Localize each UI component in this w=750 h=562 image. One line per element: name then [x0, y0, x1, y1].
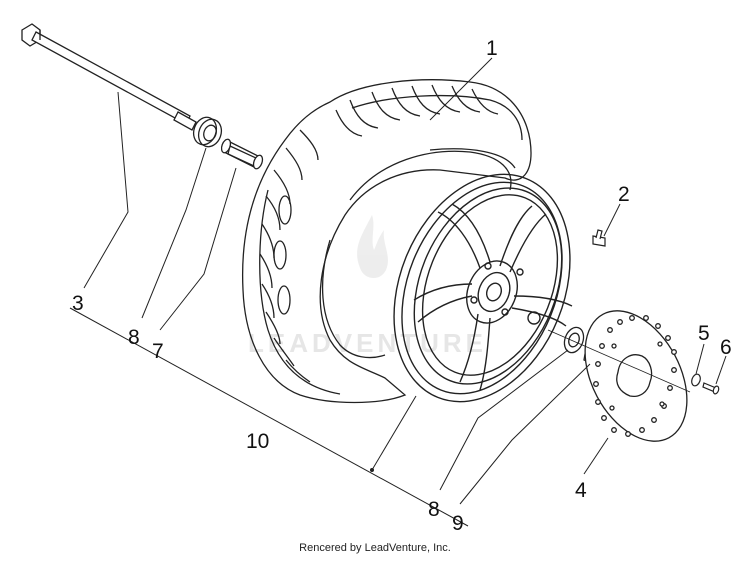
washer	[691, 373, 701, 387]
callout-10: 10	[246, 430, 269, 453]
callout-1: 1	[486, 37, 498, 60]
watermark-text: LEADVENTURE	[248, 328, 487, 358]
callout-6: 6	[720, 336, 732, 359]
watermark: LEADVENTURE	[248, 215, 487, 358]
spacer	[220, 138, 264, 170]
tire	[241, 79, 532, 404]
callout-4: 4	[575, 479, 587, 502]
axle	[21, 23, 197, 131]
credit-text: Rencered by LeadVenture, Inc.	[299, 542, 451, 554]
callout-2: 2	[618, 183, 630, 206]
callout-8-left: 8	[128, 326, 140, 349]
callout-labels: 1 2 3 4 5 6 7 8 8 9 10	[72, 37, 732, 535]
bearing-right	[563, 326, 585, 354]
rim	[393, 173, 573, 403]
valve-bolt	[592, 229, 606, 247]
callout-8-right: 8	[428, 498, 440, 521]
brake-disc	[584, 310, 688, 442]
bearing-left	[192, 116, 223, 148]
callout-5: 5	[698, 322, 710, 345]
screw	[702, 382, 720, 395]
callout-9: 9	[452, 512, 464, 535]
callout-7: 7	[152, 340, 164, 363]
leader-lines	[69, 57, 727, 527]
callout-3: 3	[72, 292, 84, 315]
assembly-axis	[547, 329, 691, 393]
